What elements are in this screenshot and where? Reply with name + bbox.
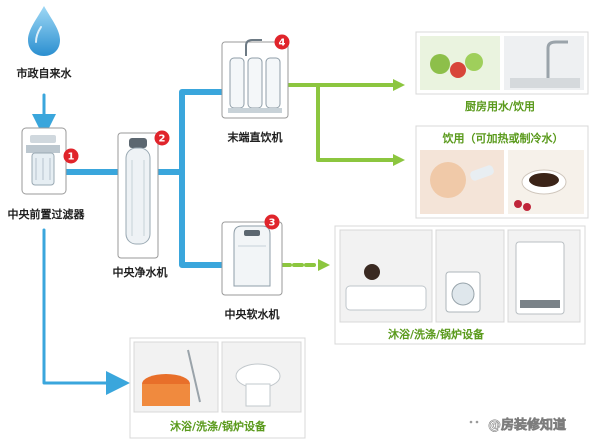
prefilter-label: 中央前置过滤器 — [8, 207, 86, 221]
bath-raw-label: 沐浴/洗涤/锅炉设备 — [170, 419, 267, 433]
wechat-icon — [466, 416, 482, 432]
pipe-drinker-branch — [316, 83, 395, 162]
badge-purifier: 2 — [154, 130, 170, 146]
watermark-text: @房装修知道 — [488, 417, 566, 433]
softener-icon — [221, 221, 283, 296]
drinking-panel: 饮用（可加热或制冷水） — [415, 125, 589, 219]
drinking-label: 饮用（可加热或制冷水） — [442, 131, 564, 145]
badge-prefilter: 1 — [63, 148, 79, 164]
green-pipes — [280, 79, 405, 271]
arrow-bath-soft — [318, 259, 330, 271]
softener-label: 中央软水机 — [225, 307, 280, 321]
arrow-kitchen — [393, 79, 405, 91]
purifier-label: 中央净水机 — [113, 265, 168, 279]
bath-raw-panel: 沐浴/洗涤/锅炉设备 — [129, 337, 306, 439]
bath-soft-panel: 沐浴/洗涤/锅炉设备 — [334, 225, 586, 345]
bath-soft-label: 沐浴/洗涤/锅炉设备 — [388, 327, 485, 341]
kitchen-panel: 厨房用水/饮用 — [415, 31, 589, 116]
kitchen-label: 厨房用水/饮用 — [465, 99, 535, 113]
badge-prefilter-number: 1 — [68, 152, 75, 163]
pipe-branch-to-drinker — [179, 89, 225, 175]
pipe-prefilter-to-bath — [42, 228, 130, 395]
water-drop-icon — [28, 6, 60, 56]
pipe-branch-to-softener — [179, 169, 225, 268]
badge-drinker: 4 — [274, 34, 290, 50]
badge-softener-number: 3 — [269, 218, 276, 229]
drinker-icon — [221, 39, 289, 119]
badge-drinker-number: 4 — [279, 38, 286, 49]
badge-softener: 3 — [264, 214, 280, 230]
drinker-label: 末端直饮机 — [227, 130, 283, 144]
watermark: @房装修知道 — [466, 416, 566, 433]
arrow-drinking — [393, 154, 405, 166]
prefilter-icon — [21, 127, 67, 195]
purifier-icon — [117, 132, 159, 259]
badge-purifier-number: 2 — [159, 134, 166, 145]
source-label: 市政自来水 — [17, 66, 73, 80]
